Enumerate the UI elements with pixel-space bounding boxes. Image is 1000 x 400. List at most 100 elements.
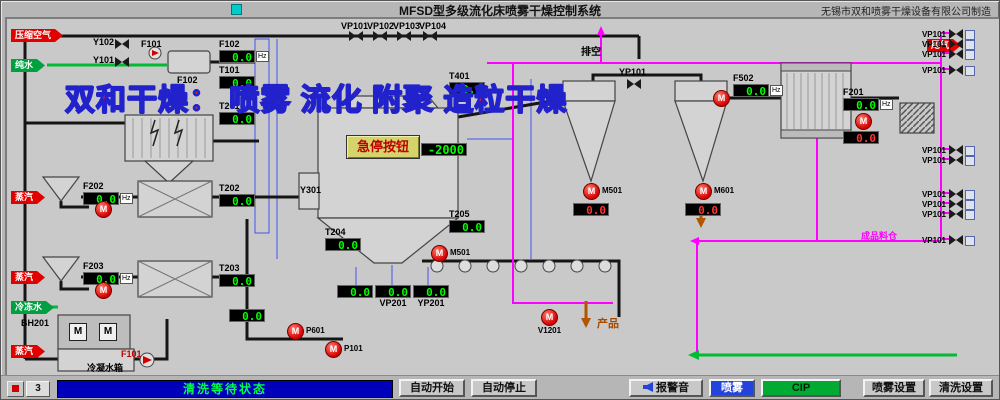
valve-VP101: VP101 — [922, 49, 975, 60]
diagram-tag: VP102 — [367, 21, 395, 31]
readout-value: 0.0 — [219, 274, 255, 288]
readout-row: 0.0 — [219, 274, 255, 288]
valve-tag: M501 — [450, 248, 471, 257]
valve-tag: VP101 — [921, 50, 946, 59]
readout-value: 0.0 — [337, 285, 373, 299]
auto-start-button[interactable]: 自动开始 — [399, 379, 465, 397]
readout-row: 0.0 — [219, 76, 255, 90]
pipe-valve-icon — [627, 79, 641, 89]
diagram-tag: YP101 — [619, 67, 647, 77]
io-indicator-icon — [965, 50, 975, 60]
readout-row: 0.0 — [449, 220, 485, 234]
readout-unit: Hz — [120, 273, 133, 284]
valve-VP101: VP101 — [922, 145, 975, 156]
readout-value: 0.0 — [219, 50, 255, 64]
pipe-valve-icon — [349, 31, 363, 41]
readout-value: 0.0 — [219, 76, 255, 90]
motor-valve-icon[interactable]: M — [695, 183, 712, 200]
readout-value: 0.0 — [375, 285, 411, 299]
diagram-tag: Y301 — [300, 185, 322, 195]
valve-tag: P601 — [306, 326, 325, 335]
readout-tag: VP201 — [379, 298, 407, 308]
readout-value: 0.0 — [449, 82, 485, 96]
motor-valve-icon[interactable]: M — [95, 201, 112, 218]
app-icon — [231, 4, 242, 15]
readout: 0.0 — [573, 203, 609, 217]
readout-unit: Hz — [770, 85, 783, 96]
valve — [115, 39, 129, 49]
valve — [115, 57, 129, 67]
io-indicator-icon — [965, 30, 975, 40]
pipe-valve-icon — [949, 199, 963, 209]
valve-tag: M501 — [602, 186, 623, 195]
readout-tag: F502 — [733, 73, 754, 83]
valve-tag: VP101 — [921, 190, 946, 199]
emergency-stop-button[interactable]: 急停按钮 — [346, 135, 420, 159]
cyclone-2 — [674, 100, 728, 183]
motor-valve-icon[interactable]: M — [541, 309, 558, 326]
spray-button[interactable]: 喷雾 — [709, 379, 755, 397]
cip-button[interactable]: CIP — [761, 379, 841, 397]
valve-tag: VP101 — [921, 30, 946, 39]
readout: 0.0 — [337, 285, 373, 299]
readout: 0.0 — [685, 203, 721, 217]
readout-row: 0.0 — [219, 112, 255, 126]
motor-valve-icon[interactable]: M — [583, 183, 600, 200]
diagram-tag: VP103 — [393, 21, 421, 31]
pipe-valve-icon — [949, 29, 963, 39]
io-indicator-icon — [965, 66, 975, 76]
valve-tag: V1201 — [537, 326, 562, 335]
valve: M — [99, 323, 117, 341]
readout-tag: F202 — [83, 181, 104, 191]
motor-valve-icon[interactable]: M — [95, 282, 112, 299]
readout-value: 0.0 — [325, 238, 361, 252]
feed-funnel-2 — [41, 256, 81, 282]
diagram-tag: 排空 — [581, 47, 601, 58]
company-name: 无锡市双和喷雾干燥设备有限公司制造 — [821, 7, 991, 18]
readout-row: -2000 — [421, 143, 467, 157]
readout-tag: T202 — [219, 183, 240, 193]
readout-unit: Hz — [880, 99, 893, 110]
readout-value: 0.0 — [573, 203, 609, 217]
diagram-tag: F101 — [121, 349, 142, 359]
spray-settings-button[interactable]: 喷雾设置 — [863, 379, 925, 397]
pipe-valve-icon — [115, 39, 129, 49]
pipe-valve-icon — [949, 235, 963, 245]
readout: 0.0 — [843, 131, 879, 145]
motor-valve-icon[interactable]: M — [325, 341, 342, 358]
clean-settings-button[interactable]: 清洗设置 — [929, 379, 993, 397]
readout-row: 0.0 — [375, 285, 411, 299]
motor-valve-icon[interactable]: M — [855, 113, 872, 130]
valve-tag: VP101 — [921, 66, 946, 75]
diagram-tag: 成品料仓 — [861, 231, 898, 241]
motor-valve-icon[interactable]: M — [287, 323, 304, 340]
motor-valve-icon[interactable]: M — [713, 90, 730, 107]
alarm-mute-button[interactable]: 报警音 — [629, 379, 703, 397]
source-banner: 纯水 — [11, 59, 45, 72]
readout-value: 0.0 — [843, 131, 879, 145]
diagram-tag: F102 — [177, 75, 198, 85]
motor-valve-icon[interactable]: M — [431, 245, 448, 262]
readout-row: 0.0 — [685, 203, 721, 217]
readout-tag: T101 — [219, 65, 240, 75]
pipe-valve-icon — [423, 31, 437, 41]
small-column — [298, 172, 320, 210]
valve: M — [95, 201, 112, 218]
valve-VP101: VP101 — [922, 29, 975, 40]
valve-VP101: VP101 — [922, 39, 975, 50]
pipe-valve-icon — [949, 155, 963, 165]
valve-VP101: VP101 — [922, 65, 975, 76]
status-message: 清洗等待状态 — [57, 380, 393, 398]
auto-stop-button[interactable]: 自动停止 — [471, 379, 537, 397]
